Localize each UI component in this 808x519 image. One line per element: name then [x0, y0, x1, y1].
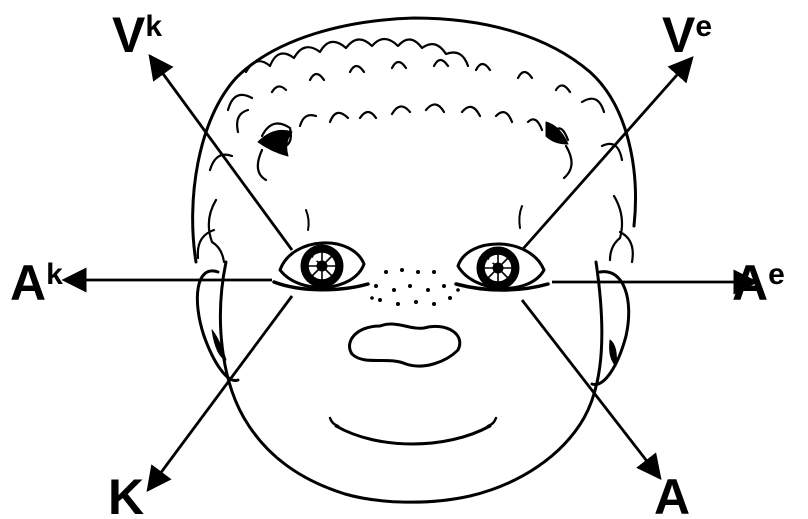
right-ear — [592, 272, 629, 385]
gaze-arrows — [64, 56, 756, 490]
label-bottom-right: A — [654, 469, 690, 519]
left-eye — [274, 243, 368, 290]
freckles — [370, 268, 460, 306]
label-bottom-left: K — [108, 469, 144, 519]
label-top-left: Vk — [112, 7, 162, 63]
baby-face-illustration — [193, 18, 636, 502]
mouth — [336, 426, 490, 444]
right-ear-inner — [610, 340, 617, 366]
arrow-up-left — [150, 56, 292, 250]
label-right: Ae — [732, 255, 785, 311]
arrow-down-right — [522, 300, 660, 478]
face-outline — [220, 262, 601, 502]
right-eye — [456, 244, 548, 290]
left-ear — [197, 271, 238, 381]
label-left: Ak — [10, 255, 63, 311]
arrow-up-right — [522, 58, 692, 250]
left-ear-inner — [212, 330, 226, 360]
label-top-right: Ve — [662, 7, 712, 63]
nose — [350, 324, 460, 366]
hair-texture — [198, 39, 633, 262]
